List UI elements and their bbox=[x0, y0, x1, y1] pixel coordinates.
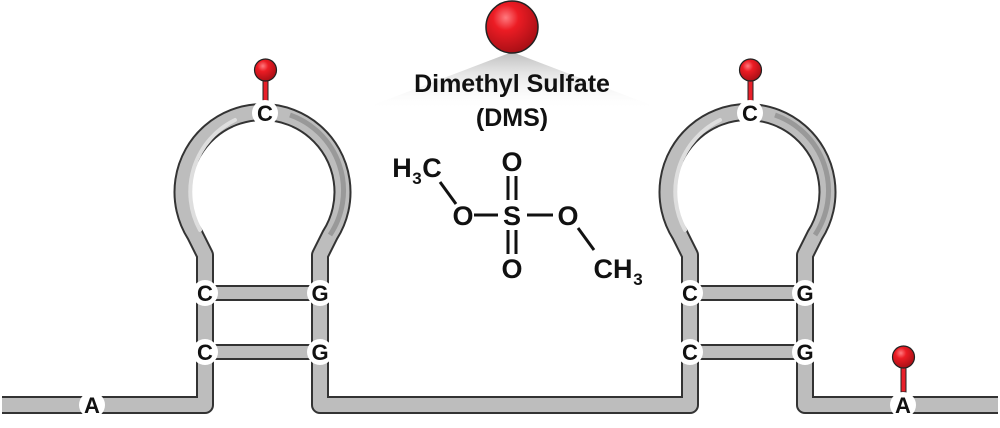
svg-text:O: O bbox=[452, 201, 473, 231]
base-label: C bbox=[257, 101, 273, 126]
svg-text:O: O bbox=[501, 147, 522, 177]
svg-text:O: O bbox=[557, 201, 578, 231]
methyl-pin bbox=[253, 58, 278, 107]
base-label: C bbox=[197, 340, 213, 365]
svg-text:C: C bbox=[422, 153, 442, 183]
title-shadow bbox=[360, 52, 664, 110]
base-label: A bbox=[84, 393, 100, 418]
svg-text:CH: CH bbox=[594, 254, 633, 284]
base-label: G bbox=[796, 281, 813, 306]
svg-text:S: S bbox=[503, 201, 521, 231]
base-label: G bbox=[311, 281, 328, 306]
svg-text:H: H bbox=[392, 153, 412, 183]
title: Dimethyl Sulfate bbox=[414, 70, 610, 98]
dms-structure: H 3 C O S O O O CH 3 bbox=[392, 147, 642, 289]
base-label: C bbox=[197, 281, 213, 306]
base-label: G bbox=[311, 340, 328, 365]
methyl-pin bbox=[738, 58, 763, 107]
base-label: C bbox=[682, 281, 698, 306]
base-label: C bbox=[742, 101, 758, 126]
base-label: C bbox=[682, 340, 698, 365]
base-label: A bbox=[895, 393, 911, 418]
dms-methyl-ball bbox=[485, 0, 539, 54]
svg-text:3: 3 bbox=[633, 270, 642, 289]
svg-text:O: O bbox=[501, 254, 522, 284]
subtitle: (DMS) bbox=[476, 104, 548, 132]
methyl-pin bbox=[891, 345, 916, 393]
svg-text:3: 3 bbox=[412, 169, 421, 188]
base-label: G bbox=[796, 340, 813, 365]
rna-backbone bbox=[2, 103, 998, 414]
